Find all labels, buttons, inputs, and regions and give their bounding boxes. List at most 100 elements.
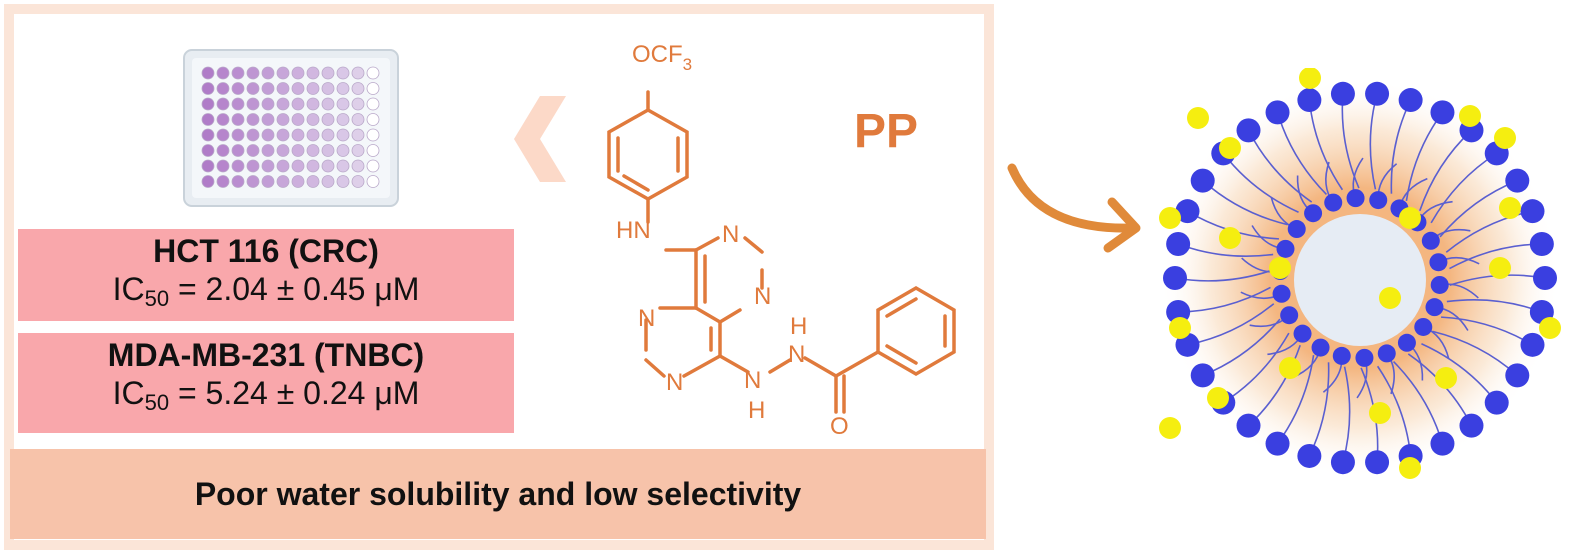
well <box>366 97 380 111</box>
lipid-head <box>1397 333 1416 352</box>
atom-n6: N <box>788 341 805 368</box>
lipid-head <box>1414 317 1433 336</box>
well <box>231 159 245 173</box>
micelle-nanocarrier-icon <box>1159 68 1561 479</box>
lipid-head <box>1398 88 1423 113</box>
well <box>351 144 365 157</box>
well <box>321 82 335 95</box>
drug-particle <box>1299 68 1321 89</box>
well <box>216 82 230 95</box>
well <box>291 82 305 95</box>
well <box>336 128 350 142</box>
well <box>366 82 380 95</box>
well <box>336 144 350 157</box>
well <box>306 113 320 126</box>
well <box>366 175 380 188</box>
well <box>231 66 245 80</box>
drug-particle <box>1399 207 1421 229</box>
lipid-head <box>1520 332 1545 357</box>
well <box>201 66 215 80</box>
drug-particle <box>1159 207 1181 229</box>
lipid-head <box>1236 413 1261 438</box>
lipid-head <box>1459 413 1484 438</box>
well <box>261 175 275 188</box>
well <box>306 82 320 95</box>
well <box>366 128 380 142</box>
atom-h1: H <box>748 397 765 424</box>
well <box>261 144 275 157</box>
well <box>291 159 305 173</box>
drug-particle <box>1499 197 1521 219</box>
chevron-left-icon <box>514 96 566 182</box>
atom-n3: N <box>638 305 655 332</box>
assay-box-mdamb231: MDA-MB-231 (TNBC) IC50 = 5.24 ± 0.24 μM <box>18 333 514 433</box>
drug-particle <box>1169 317 1191 339</box>
drug-particle <box>1369 402 1391 424</box>
lipid-head <box>1520 199 1545 224</box>
lipid-head <box>1265 431 1290 456</box>
well <box>321 159 335 173</box>
well <box>321 128 335 142</box>
well <box>231 97 245 111</box>
drug-particle <box>1539 317 1561 339</box>
well <box>321 97 335 111</box>
atom-n1: N <box>722 221 739 248</box>
lipid-head <box>1166 232 1191 257</box>
curved-arrow-icon <box>1007 163 1141 253</box>
well <box>306 159 320 173</box>
well <box>321 144 335 157</box>
well <box>246 113 260 126</box>
drug-particle <box>1219 227 1241 249</box>
drug-particle <box>1279 357 1301 379</box>
drug-particle <box>1459 105 1481 127</box>
lipid-head <box>1529 232 1554 257</box>
drug-particle <box>1207 387 1229 409</box>
well <box>336 97 350 111</box>
well <box>231 82 245 95</box>
well <box>306 66 320 80</box>
well <box>246 66 260 80</box>
lipid-head <box>1365 81 1390 106</box>
atom-ocf3: OCF3 <box>632 41 692 74</box>
well <box>216 159 230 173</box>
well <box>306 175 320 188</box>
lipid-head <box>1533 266 1557 290</box>
well <box>261 128 275 142</box>
lipid-head <box>1355 348 1374 367</box>
well <box>261 82 275 95</box>
drug-particle <box>1159 417 1181 439</box>
well <box>291 66 305 80</box>
well <box>336 113 350 126</box>
well <box>216 66 230 80</box>
limitation-text: Poor water solubility and low selectivit… <box>194 475 802 512</box>
lipid-head <box>1369 191 1388 210</box>
well <box>276 97 290 111</box>
lipid-head <box>1484 390 1509 415</box>
lipid-head <box>1429 253 1448 272</box>
assay-box-hct116: HCT 116 (CRC) IC50 = 2.04 ± 0.45 μM <box>18 229 514 321</box>
lipid-head <box>1276 239 1295 258</box>
atom-h2: H <box>790 313 807 340</box>
well <box>306 144 320 157</box>
atom-hn: HN <box>616 217 651 244</box>
well <box>291 144 305 157</box>
lipid-head <box>1190 168 1215 193</box>
well <box>321 66 335 80</box>
drug-particle <box>1187 107 1209 129</box>
well <box>336 175 350 188</box>
well <box>201 97 215 111</box>
cell-line-label: MDA-MB-231 (TNBC) <box>107 337 425 373</box>
well <box>246 159 260 173</box>
lipid-head <box>1272 284 1291 303</box>
well <box>366 144 380 157</box>
well <box>276 175 290 188</box>
well <box>246 97 260 111</box>
well <box>216 97 230 111</box>
well <box>321 113 335 126</box>
compound-name: PP <box>854 105 919 158</box>
lipid-head <box>1163 266 1187 290</box>
lipid-head <box>1365 450 1390 475</box>
well <box>201 159 215 173</box>
lipid-head <box>1236 118 1261 143</box>
drug-particle <box>1489 257 1511 279</box>
